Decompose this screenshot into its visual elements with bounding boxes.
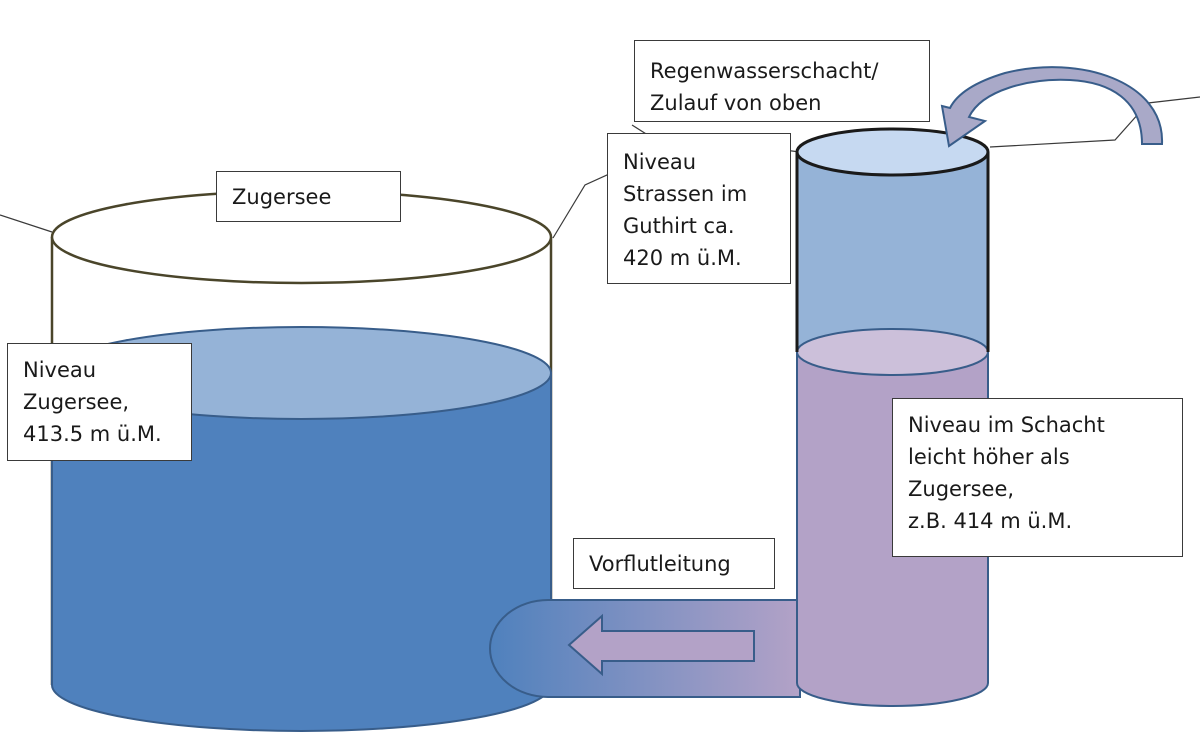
flow-arrow-left: [567, 613, 755, 677]
label-niveau-zugersee-line-3: 413.5 m ü.M.: [23, 422, 162, 446]
label-schacht-line-4: z.B. 414 m ü.M.: [908, 509, 1073, 533]
connector-line-lake-left: [0, 214, 53, 233]
label-zugersee: Zugersee: [216, 171, 401, 222]
label-niveau-schacht: Niveau im Schacht leicht höher als Zuger…: [892, 398, 1183, 557]
label-schacht-line-3: Zugersee,: [908, 477, 1015, 501]
label-niveau-zugersee-line-1: Niveau: [23, 358, 97, 382]
label-strassen-line-2: Strassen im: [623, 182, 748, 206]
label-niveau-zugersee: Niveau Zugersee, 413.5 m ü.M.: [7, 343, 192, 461]
label-regenwasser-line-1: Regenwasserschacht/: [650, 59, 879, 83]
label-strassen-line-3: Guthirt ca.: [623, 214, 735, 238]
label-regenwasser-line-2: Zulauf von oben: [650, 91, 822, 115]
label-schacht-line-1: Niveau im Schacht: [908, 413, 1105, 437]
label-vorflutleitung: Vorflutleitung: [573, 538, 775, 589]
label-vorflutleitung-text: Vorflutleitung: [589, 552, 731, 576]
label-niveau-strassen: Niveau Strassen im Guthirt ca. 420 m ü.M…: [607, 133, 791, 284]
curved-inflow-arrow: [940, 66, 1164, 148]
shaft-empty-body: [797, 152, 988, 352]
connector-line-shaft-right: [989, 96, 1200, 148]
label-strassen-line-1: Niveau: [623, 150, 697, 174]
label-niveau-zugersee-line-2: Zugersee,: [23, 390, 130, 414]
lake-cylinder: [50, 189, 553, 732]
shaft-water-surface: [796, 328, 989, 376]
label-schacht-line-2: leicht höher als: [908, 445, 1070, 469]
lake-water-body: [51, 372, 552, 732]
pipe: [489, 599, 801, 698]
shaft-top: [795, 127, 990, 177]
label-regenwasserschacht: Regenwasserschacht/ Zulauf von oben: [634, 40, 930, 122]
shaft-wall: [795, 152, 990, 352]
label-strassen-line-4: 420 m ü.M.: [623, 246, 742, 270]
label-zugersee-text: Zugersee: [232, 185, 332, 209]
